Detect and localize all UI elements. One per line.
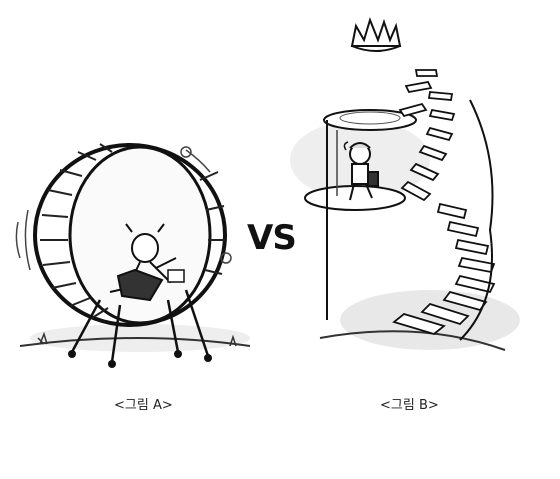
caption-figure-a: <그림 A> <box>114 398 173 413</box>
caption-figure-b: <그림 B> <box>380 398 439 413</box>
hamster-wheel-illustration <box>15 143 251 368</box>
spiral-staircase-crown-icon <box>290 16 520 351</box>
vs-label: VS <box>247 218 297 258</box>
crown-icon <box>350 16 402 52</box>
spiral-staircase-illustration <box>280 0 560 479</box>
hamster-wheel-icon <box>15 143 251 368</box>
